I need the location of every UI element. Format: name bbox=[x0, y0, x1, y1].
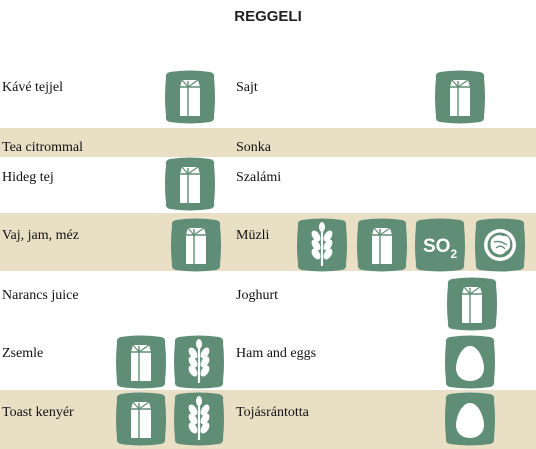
milk-icon bbox=[164, 70, 216, 124]
milk-icon bbox=[446, 277, 498, 331]
menu-item-label: Toast kenyér bbox=[2, 405, 74, 420]
wheat-icon bbox=[296, 218, 348, 272]
egg-icon bbox=[444, 392, 496, 446]
milk-icon bbox=[356, 218, 408, 272]
menu-item-label: Tea citrommal bbox=[2, 140, 84, 155]
wheat-icon bbox=[173, 392, 225, 446]
menu-item-label: Ham and eggs bbox=[236, 346, 317, 361]
so2-icon: SO2 bbox=[414, 218, 466, 272]
menu-item-label: Hideg tej bbox=[2, 170, 54, 185]
menu-item-label: Szalámi bbox=[236, 170, 282, 185]
menu-item-label: Narancs juice bbox=[2, 288, 79, 303]
so2-label: SO bbox=[423, 236, 450, 257]
egg-icon bbox=[444, 335, 496, 389]
milk-icon bbox=[434, 70, 486, 124]
menu-title: REGGELI bbox=[234, 8, 302, 25]
milk-icon bbox=[115, 335, 167, 389]
wheat-icon bbox=[173, 335, 225, 389]
so2-subscript: 2 bbox=[450, 247, 457, 261]
milk-icon bbox=[170, 218, 222, 272]
menu-item-label: Müzli bbox=[236, 228, 270, 243]
nut-icon bbox=[474, 218, 526, 272]
menu-item-label: Sajt bbox=[236, 80, 258, 95]
milk-icon bbox=[164, 157, 216, 211]
row-band bbox=[0, 128, 536, 157]
svg-text:SO2: SO2 bbox=[423, 236, 457, 261]
menu-item-label: Zsemle bbox=[2, 346, 44, 361]
menu-item-label: Kávé tejjel bbox=[2, 80, 64, 95]
menu-item-label: Sonka bbox=[236, 140, 271, 155]
menu-item-label: Tojásrántotta bbox=[236, 405, 309, 420]
milk-icon bbox=[115, 392, 167, 446]
menu-item-label: Joghurt bbox=[236, 288, 278, 303]
menu-item-label: Vaj, jam, méz bbox=[2, 228, 79, 243]
